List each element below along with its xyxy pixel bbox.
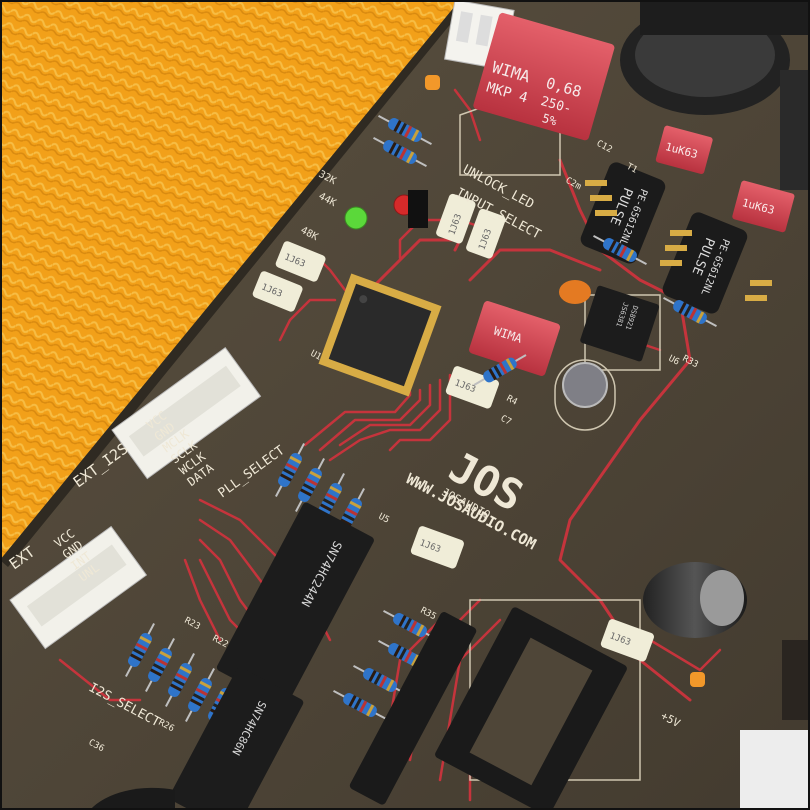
- pulse-transformer-2: PE-65612NL PULSE: [662, 212, 748, 314]
- ext-i2s-connector: [111, 347, 262, 480]
- pulse-transformer-1: PE-65612NL PULSE: [580, 162, 666, 264]
- led-green: [344, 206, 368, 230]
- xlr-connector: [620, 0, 810, 190]
- resistor: [663, 297, 717, 327]
- ext-connector: [9, 525, 148, 650]
- resistor-array: [125, 115, 717, 732]
- svg-text:U6: U6: [667, 354, 681, 368]
- resistor: [185, 668, 215, 722]
- board-edge: [0, 0, 470, 567]
- resistor: [315, 473, 345, 527]
- tantalum-capacitor: [559, 280, 591, 304]
- resistor: [125, 623, 155, 677]
- chip-u1-qfp: [318, 273, 442, 397]
- ic-socket-u8: [435, 607, 627, 810]
- wima-capacitor-small: WIMA: [469, 301, 561, 376]
- resistor: [383, 610, 437, 640]
- chip-sn74hc86n: SN74HC86N: [169, 667, 304, 810]
- white-component-bottom-right: [740, 730, 810, 810]
- wima-tolerance: 5%: [541, 111, 559, 129]
- resistor: [473, 354, 527, 386]
- cap-1uk63-a: 1uK63: [655, 125, 713, 174]
- svg-text:U5: U5: [377, 512, 391, 526]
- film-caps: 1J63 1J63 1J63 1J63 1J63 1J63 1J63: [252, 193, 654, 662]
- svg-text:U1: U1: [309, 349, 323, 363]
- ic-socket-u7: [349, 612, 477, 805]
- resistor: [593, 235, 647, 265]
- resistor: [353, 665, 407, 695]
- resistor: [275, 443, 305, 497]
- electrolytic-capacitor: [643, 562, 747, 638]
- jumper-header: [408, 190, 428, 228]
- crystal-can: [562, 362, 608, 408]
- connector-right-edge: [782, 640, 810, 720]
- resistor: [145, 638, 175, 692]
- cap-1uk63-b: 1uK63: [732, 180, 795, 233]
- chip-u6: JS6381 DS8921: [580, 285, 660, 362]
- svg-text:T1: T1: [625, 162, 639, 176]
- bottom-left-ring: [90, 787, 175, 810]
- svg-text:C7: C7: [499, 414, 513, 428]
- wima-capacitor-large: WIMA MKP 4 0,68 250- 5%: [473, 12, 615, 141]
- resistor: [295, 458, 325, 512]
- svg-text:R4: R4: [505, 394, 519, 408]
- resistor: [378, 115, 432, 145]
- chip-sn74hc244n: SN74HC244N: [216, 502, 374, 706]
- resistor: [165, 653, 195, 707]
- resistor: [373, 137, 427, 167]
- resistor: [333, 690, 387, 720]
- transformer-pads: [585, 180, 772, 301]
